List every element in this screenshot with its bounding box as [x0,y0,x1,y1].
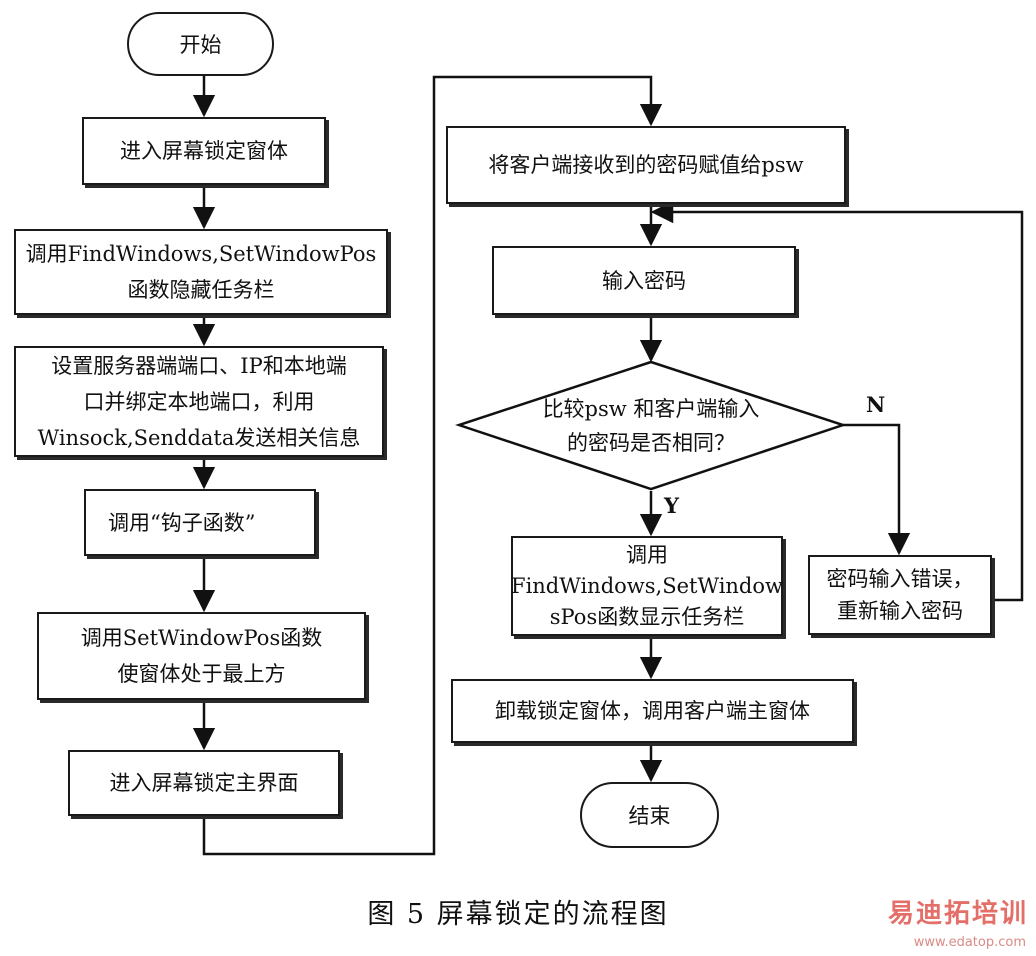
step-unload-window: 卸载锁定窗体，调用客户端主窗体 [451,679,854,743]
watermark-url: www.edatop.com [913,935,1026,950]
end-terminal: 结束 [580,782,719,848]
step-show-taskbar-text: 调用 FindWindows,SetWindow sPos函数显示任务栏 [511,542,783,629]
yes-branch-label: Y [664,493,679,518]
start-label: 开始 [179,33,222,57]
no-branch-label: N [866,392,886,417]
step-input-password: 输入密码 [492,246,796,315]
step-topmost-window-text: 调用SetWindowPos函数 使窗体处于最上方 [80,626,323,686]
step-assign-psw-text: 将客户端接收到的密码赋值给psw [488,153,804,177]
step-enter-lock-window-text: 进入屏幕锁定窗体 [120,139,288,163]
step-show-taskbar: 调用 FindWindows,SetWindow sPos函数显示任务栏 [511,536,783,636]
decision-diamond-shape [455,360,847,491]
step-password-error: 密码输入错误， 重新输入密码 [808,555,992,635]
start-terminal: 开始 [127,12,274,76]
end-label: 结束 [628,804,671,828]
step-password-error-text: 密码输入错误， 重新输入密码 [826,567,974,623]
decision-text: 比较psw 和客户端输入 的密码是否相同？ [542,397,760,455]
watermark-brand: 易迪拓培训 [887,899,1028,929]
step-call-hook: 调用“钩子函数” [84,489,316,556]
step-enter-lock-main: 进入屏幕锁定主界面 [68,750,340,816]
step-enter-lock-window: 进入屏幕锁定窗体 [82,117,326,185]
step-enter-lock-main-text: 进入屏幕锁定主界面 [109,771,299,795]
step-hide-taskbar-text: 调用FindWindows,SetWindowPos 函数隐藏任务栏 [25,242,377,302]
step-call-hook-text: 调用“钩子函数” [108,510,256,535]
step-configure-ports-text: 设置服务器端端口、IP和本地端 口并绑定本地端口，利用 Winsock,Send… [37,353,361,450]
step-input-password-text: 输入密码 [602,268,686,293]
step-assign-psw: 将客户端接收到的密码赋值给psw [446,126,846,204]
step-configure-ports: 设置服务器端端口、IP和本地端 口并绑定本地端口，利用 Winsock,Send… [14,346,384,457]
step-hide-taskbar: 调用FindWindows,SetWindowPos 函数隐藏任务栏 [14,229,388,315]
step-unload-window-text: 卸载锁定窗体，调用客户端主窗体 [495,699,810,723]
step-topmost-window: 调用SetWindowPos函数 使窗体处于最上方 [37,612,366,700]
figure-caption: 图 5 屏幕锁定的流程图 [367,899,669,930]
